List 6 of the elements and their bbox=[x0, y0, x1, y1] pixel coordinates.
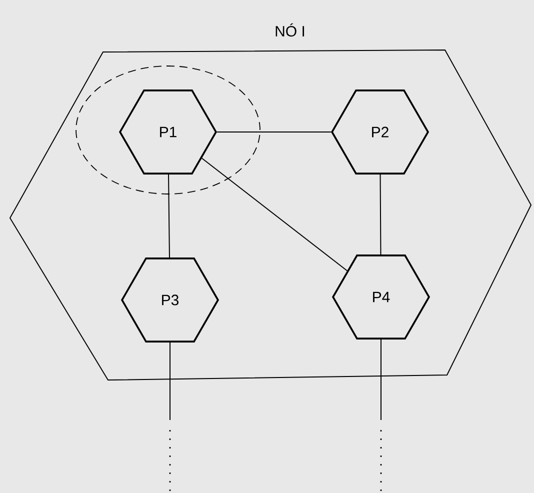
frame-title: NÓ I bbox=[276, 23, 304, 37]
connector-line bbox=[168, 174, 170, 258]
connector-line bbox=[380, 174, 382, 256]
outgoing-line bbox=[380, 338, 382, 493]
connector-line bbox=[201, 158, 348, 272]
outgoing-line bbox=[169, 342, 171, 493]
